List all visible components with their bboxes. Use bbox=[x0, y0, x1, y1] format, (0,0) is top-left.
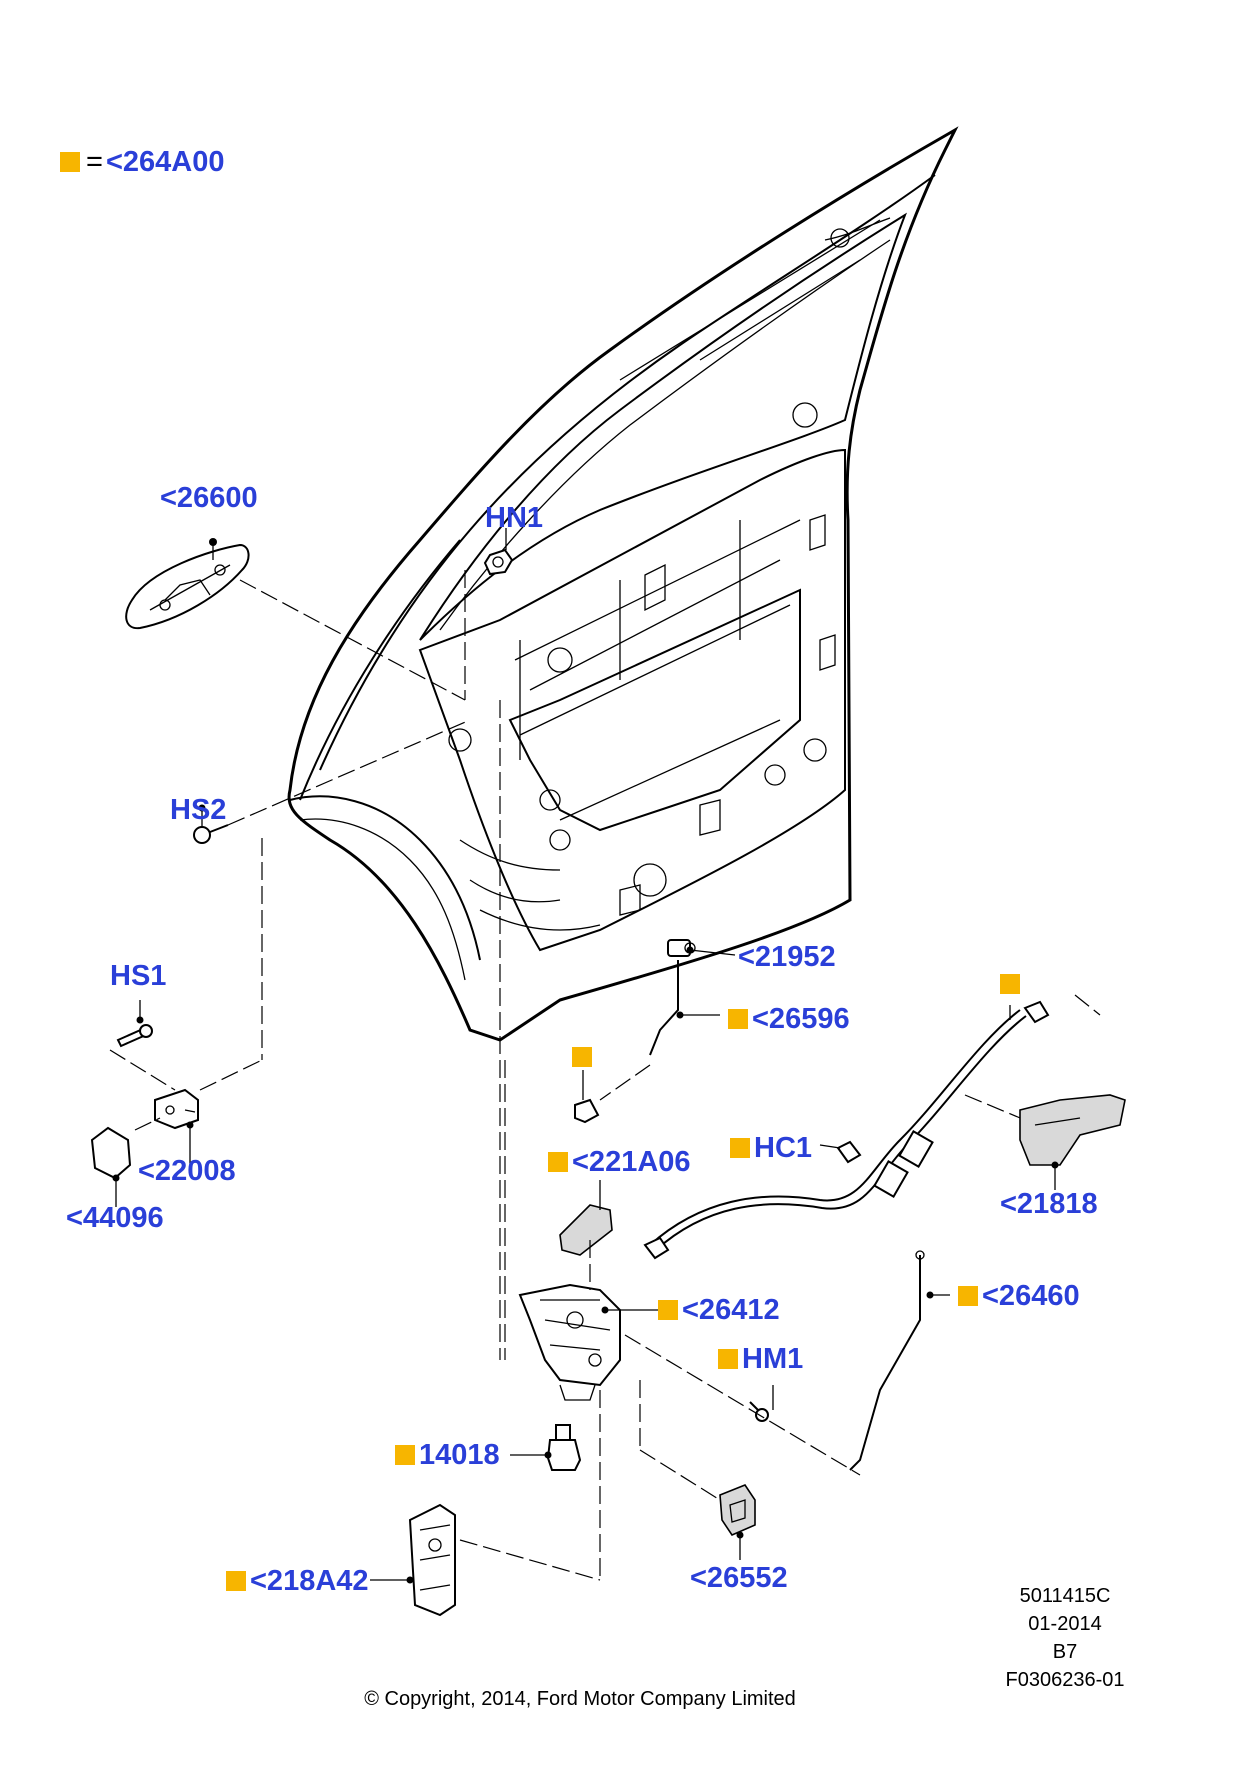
marker-square bbox=[718, 1349, 738, 1369]
callout-hc1[interactable]: HC1 bbox=[730, 1134, 812, 1163]
interior-door-handle bbox=[1019, 1094, 1126, 1166]
door-ajar-switch bbox=[546, 1424, 582, 1471]
rod-retaining-clip bbox=[574, 1098, 600, 1124]
callout-26412-label: <26412 bbox=[682, 1294, 780, 1326]
marker-square bbox=[548, 1152, 568, 1172]
callout-hm1[interactable]: HM1 bbox=[718, 1345, 803, 1374]
handle-gasket bbox=[90, 1126, 132, 1180]
rear-door-shell bbox=[287, 126, 959, 1042]
callout-26460[interactable]: <26460 bbox=[958, 1282, 1080, 1311]
callout-hn1[interactable]: HN1 bbox=[485, 502, 544, 534]
callout-26460-label: <26460 bbox=[982, 1280, 1080, 1312]
handle-bracket bbox=[154, 1088, 199, 1130]
latch-cable bbox=[643, 1000, 1050, 1260]
illustration-number: 5011415C bbox=[1019, 1585, 1111, 1607]
copyright-notice: © Copyright, 2014, Ford Motor Company Li… bbox=[364, 1688, 796, 1710]
lock-actuator bbox=[408, 1503, 456, 1617]
latch-bezel bbox=[719, 1484, 756, 1537]
revision: B7 bbox=[1052, 1641, 1078, 1663]
marker-square bbox=[395, 1445, 415, 1465]
legend-label: <264A00 bbox=[105, 146, 225, 178]
callout-hm1-label: HM1 bbox=[742, 1343, 804, 1375]
figure-id: F0306236-01 bbox=[1005, 1669, 1125, 1691]
lock-control-rod bbox=[849, 1250, 925, 1471]
door-latch-assembly bbox=[518, 1283, 621, 1401]
callout-21818[interactable]: <21818 bbox=[1000, 1188, 1098, 1220]
callout-hs1[interactable]: HS1 bbox=[110, 960, 167, 992]
callout-218a42[interactable]: <218A42 bbox=[226, 1567, 369, 1596]
callout-218a42-label: <218A42 bbox=[250, 1565, 369, 1597]
legend-equals: = bbox=[86, 146, 103, 178]
callout-44096[interactable]: <44096 bbox=[66, 1202, 164, 1234]
callout-26600[interactable]: <26600 bbox=[160, 482, 258, 514]
callout-26596[interactable]: <26596 bbox=[728, 1005, 850, 1034]
marker-square bbox=[572, 1047, 592, 1067]
marker-square bbox=[226, 1571, 246, 1591]
callout-14018-label: 14018 bbox=[419, 1439, 500, 1471]
callout-26412[interactable]: <26412 bbox=[658, 1296, 780, 1325]
callout-14018[interactable]: 14018 bbox=[395, 1441, 500, 1470]
hn1-nut bbox=[483, 548, 514, 576]
hs2-screw bbox=[193, 824, 229, 844]
marker-square bbox=[730, 1138, 750, 1158]
callout-hs2[interactable]: HS2 bbox=[170, 794, 227, 826]
marker-square bbox=[958, 1286, 978, 1306]
marker-square bbox=[728, 1009, 748, 1029]
callout-22008[interactable]: <22008 bbox=[138, 1155, 236, 1187]
hm1-bolt bbox=[749, 1401, 769, 1422]
callout-26552[interactable]: <26552 bbox=[690, 1562, 788, 1594]
callout-221a06[interactable]: <221A06 bbox=[548, 1148, 691, 1177]
drawing-date: 01-2014 bbox=[1028, 1613, 1102, 1635]
drawing-metadata: 5011415C 01-2014 B7 F0306236-01 bbox=[990, 1582, 1140, 1694]
exterior-door-handle bbox=[125, 543, 250, 630]
hs1-pin bbox=[116, 1024, 153, 1048]
callout-221a06-label: <221A06 bbox=[572, 1146, 691, 1178]
callout-21952[interactable]: <21952 bbox=[738, 941, 836, 973]
legend: =<264A00 bbox=[60, 148, 224, 177]
latch-cover bbox=[559, 1204, 613, 1256]
marker-square bbox=[658, 1300, 678, 1320]
marker-square bbox=[60, 152, 80, 172]
marker-square bbox=[1000, 974, 1020, 994]
callout-26596-label: <26596 bbox=[752, 1003, 850, 1035]
callout-hc1-label: HC1 bbox=[754, 1132, 813, 1164]
